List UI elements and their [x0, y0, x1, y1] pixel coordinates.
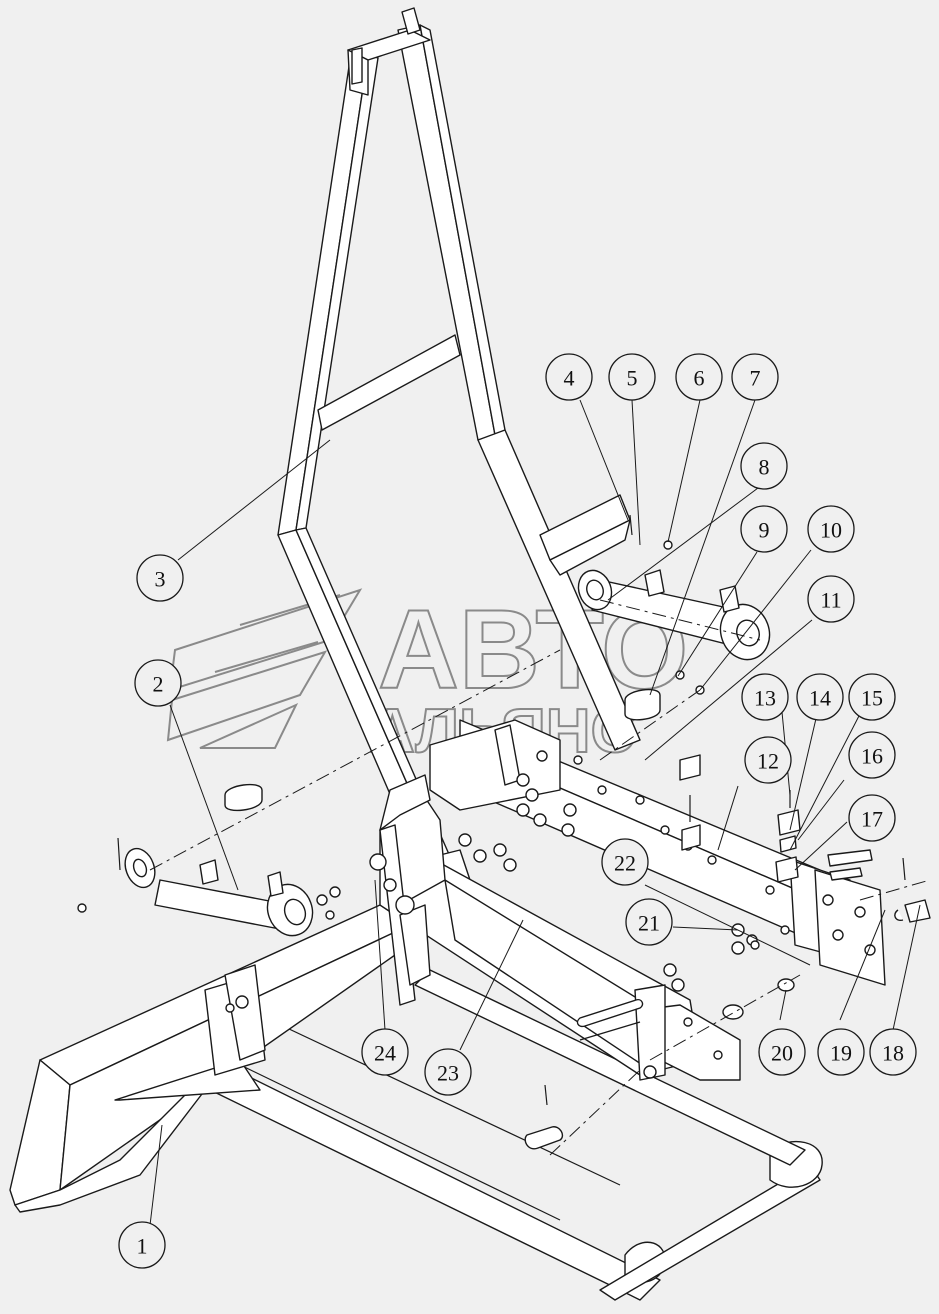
callout-16: 16: [848, 731, 896, 779]
callout-label: 14: [809, 686, 831, 711]
callout-15: 15: [848, 673, 896, 721]
callout-label: 6: [694, 366, 705, 391]
callout-19: 19: [817, 1028, 865, 1076]
callout-circle: [136, 554, 184, 602]
callout-18: 18: [869, 1028, 917, 1076]
callout-label: 17: [861, 807, 883, 832]
callout-label: 7: [750, 366, 761, 391]
callout-circle: [118, 1221, 166, 1269]
callout-9: 9: [740, 505, 788, 553]
callout-label: 16: [861, 744, 883, 769]
callout-label: 2: [153, 672, 164, 697]
callout-7: 7: [731, 353, 779, 401]
callout-label: 22: [614, 851, 636, 876]
callout-3: 3: [136, 554, 184, 602]
callout-circle: [608, 353, 656, 401]
callout-label: 24: [374, 1041, 396, 1066]
callout-21: 21: [625, 898, 673, 946]
callout-circle: [741, 673, 789, 721]
callout-14: 14: [796, 673, 844, 721]
callout-circle: [424, 1048, 472, 1096]
callout-label: 5: [627, 366, 638, 391]
mount-pillars: [369, 824, 431, 1006]
callout-label: 23: [437, 1061, 459, 1086]
callout-circle: [740, 442, 788, 490]
small-brackets: [679, 754, 801, 883]
a-frame-tower: [277, 7, 641, 891]
callout-label: 19: [830, 1041, 852, 1066]
callout-13: 13: [741, 673, 789, 721]
callout-circle: [807, 575, 855, 623]
callout-circle: [625, 898, 673, 946]
callout-24: 24: [361, 1028, 409, 1076]
callout-2: 2: [134, 659, 182, 707]
callout-circle: [796, 673, 844, 721]
callout-label: 1: [137, 1234, 148, 1259]
callout-label: 15: [861, 686, 883, 711]
blade-assembly: [9, 904, 411, 1213]
assembly-axis-lines: [149, 599, 931, 1156]
callout-circle: [545, 353, 593, 401]
base-frame: [199, 969, 823, 1301]
callout-20: 20: [758, 1028, 806, 1076]
callout-circle: [817, 1028, 865, 1076]
callout-label: 8: [759, 455, 770, 480]
callout-8: 8: [740, 442, 788, 490]
leader-lines: [147, 399, 921, 1243]
callout-12: 12: [744, 736, 792, 784]
callout-circle: [758, 1028, 806, 1076]
callout-circle: [869, 1028, 917, 1076]
callout-circle: [361, 1028, 409, 1076]
callout-6: 6: [675, 353, 723, 401]
callout-circle: [848, 731, 896, 779]
callout-label: 11: [820, 588, 841, 613]
callout-label: 4: [564, 366, 575, 391]
callout-circle: [601, 838, 649, 886]
callout-5: 5: [608, 353, 656, 401]
callout-4: 4: [545, 353, 593, 401]
callout-23: 23: [424, 1048, 472, 1096]
bolt-clusters: [458, 773, 758, 992]
callout-11: 11: [807, 575, 855, 623]
callout-circle: [134, 659, 182, 707]
callout-label: 21: [638, 911, 660, 936]
callout-circle: [731, 353, 779, 401]
callout-circle: [848, 673, 896, 721]
callout-10: 10: [807, 505, 855, 553]
callout-label: 3: [155, 567, 166, 592]
callout-label: 20: [771, 1041, 793, 1066]
callout-17: 17: [848, 794, 896, 842]
callout-label: 9: [759, 518, 770, 543]
callout-label: 10: [820, 518, 842, 543]
loose-pins: [524, 849, 931, 1150]
callout-circle: [740, 505, 788, 553]
callout-circle: [807, 505, 855, 553]
callout-1: 1: [118, 1221, 166, 1269]
callout-circle: [744, 736, 792, 784]
main-push-frame: [379, 719, 886, 1081]
callout-label: 13: [754, 686, 776, 711]
callout-22: 22: [601, 838, 649, 886]
callout-label: 18: [882, 1041, 904, 1066]
callout-label: 12: [757, 749, 779, 774]
hydraulic-cylinder-left: [77, 783, 341, 937]
callout-circle: [675, 353, 723, 401]
callout-circle: [848, 794, 896, 842]
